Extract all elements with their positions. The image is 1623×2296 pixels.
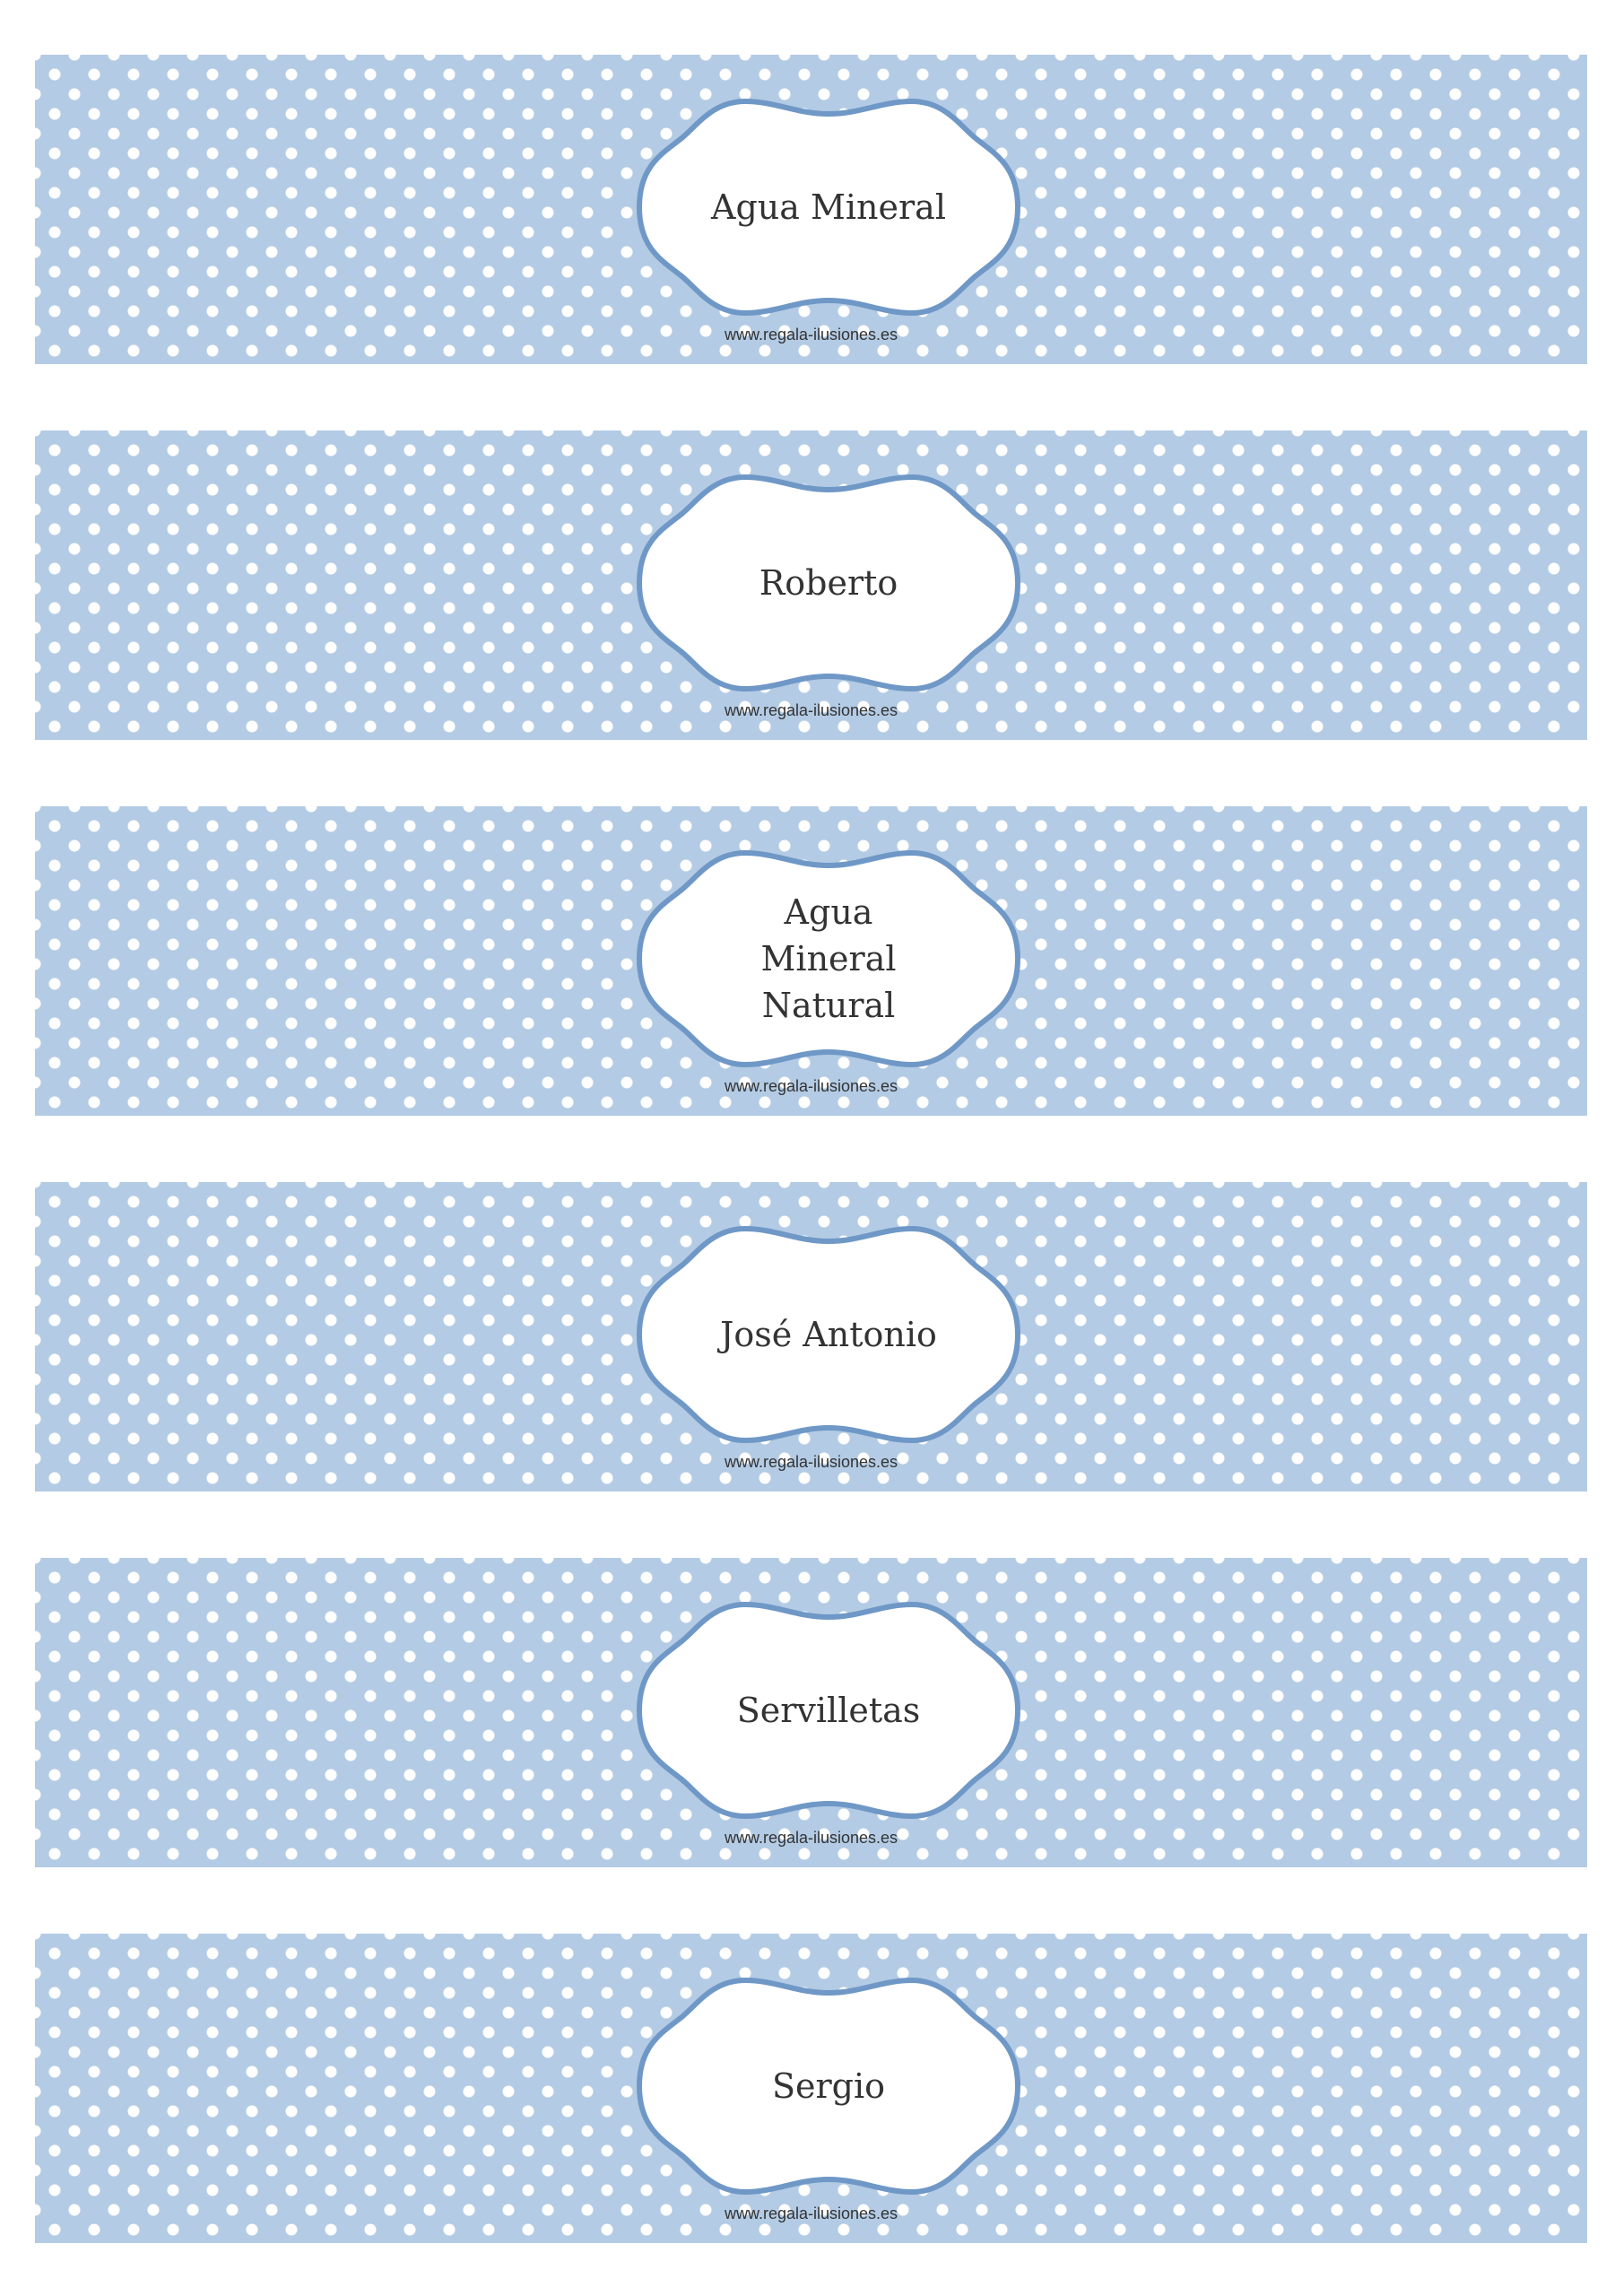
label-frame: José Antonio [627,1218,1030,1451]
wrap-label: Roberto [759,563,898,603]
label-frame: Servilletas [627,1594,1030,1827]
label-frame: Agua Mineral [627,91,1030,324]
label-frame: Sergio [627,1970,1030,2203]
website-text: www.regala-ilusiones.es [724,326,898,344]
label-frame: Agua Mineral Natural [627,842,1030,1075]
website-text: www.regala-ilusiones.es [724,1829,898,1847]
bottle-wrap-2: Roberto www.regala-ilusiones.es [35,430,1587,740]
wrap-label: Sergio [771,2066,886,2106]
bottle-wrap-1: Agua Mineral www.regala-ilusiones.es [35,55,1587,364]
wrap-label: Agua Mineral Natural [760,892,897,1025]
website-text: www.regala-ilusiones.es [724,2205,898,2222]
website-text: www.regala-ilusiones.es [724,1453,898,1471]
bottle-wrap-5: Servilletas www.regala-ilusiones.es [35,1558,1587,1867]
wrap-label: Servilletas [736,1691,921,1730]
bottle-wrap-6: Sergio www.regala-ilusiones.es [35,1934,1587,2243]
bottle-wrap-3: Agua Mineral Natural www.regala-ilusione… [35,806,1587,1116]
bottle-wrap-4: José Antonio www.regala-ilusiones.es [35,1182,1587,1492]
wrap-label: José Antonio [720,1315,937,1354]
website-text: www.regala-ilusiones.es [724,1077,898,1095]
wrap-label: Agua Mineral [711,187,946,227]
website-text: www.regala-ilusiones.es [724,701,898,719]
label-frame: Roberto [627,466,1030,700]
